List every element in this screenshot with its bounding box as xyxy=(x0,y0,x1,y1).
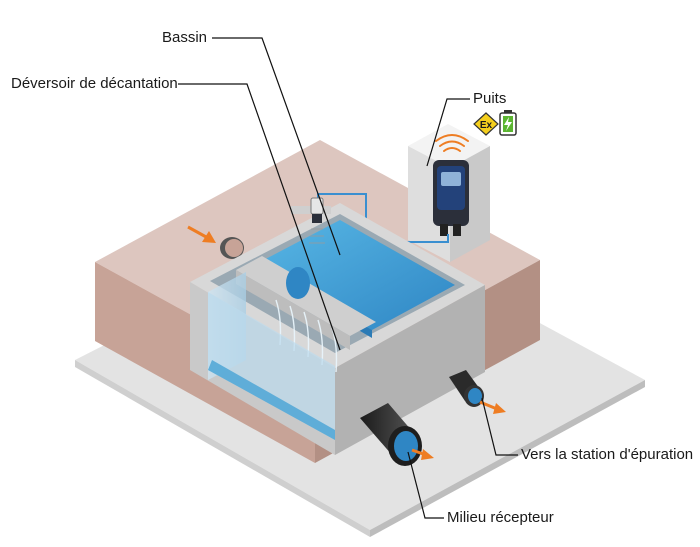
leader-station xyxy=(481,397,518,456)
leader-lines xyxy=(178,37,518,519)
leader-puits xyxy=(426,98,470,167)
leader-bassin xyxy=(212,37,341,256)
wireless-signal-icon xyxy=(435,134,469,152)
inlet-flow-arrow xyxy=(187,225,216,243)
leader-milieu xyxy=(407,451,444,519)
settling-compartment xyxy=(208,272,335,440)
svg-text:Ex: Ex xyxy=(480,120,493,131)
label-deversoir: Déversoir de décantation xyxy=(11,75,178,92)
label-milieu: Milieu récepteur xyxy=(447,509,554,526)
outlet-pipe-milieu xyxy=(360,403,422,466)
label-station: Vers la station d'épuration xyxy=(521,446,694,463)
leader-deversoir xyxy=(178,83,341,351)
label-puits: Puits xyxy=(473,90,507,107)
level-transmitter-device xyxy=(433,160,469,236)
atex-warning-icon: Ex xyxy=(473,112,499,136)
battery-charging-icon xyxy=(499,110,517,136)
label-bassin: Bassin xyxy=(162,29,208,46)
ultrasonic-level-sensor xyxy=(291,197,331,244)
weir-wall xyxy=(236,256,376,350)
inlet-pipe xyxy=(220,237,244,259)
milieu-flow-arrow xyxy=(411,448,434,460)
outlet-pipe-station xyxy=(449,370,484,407)
